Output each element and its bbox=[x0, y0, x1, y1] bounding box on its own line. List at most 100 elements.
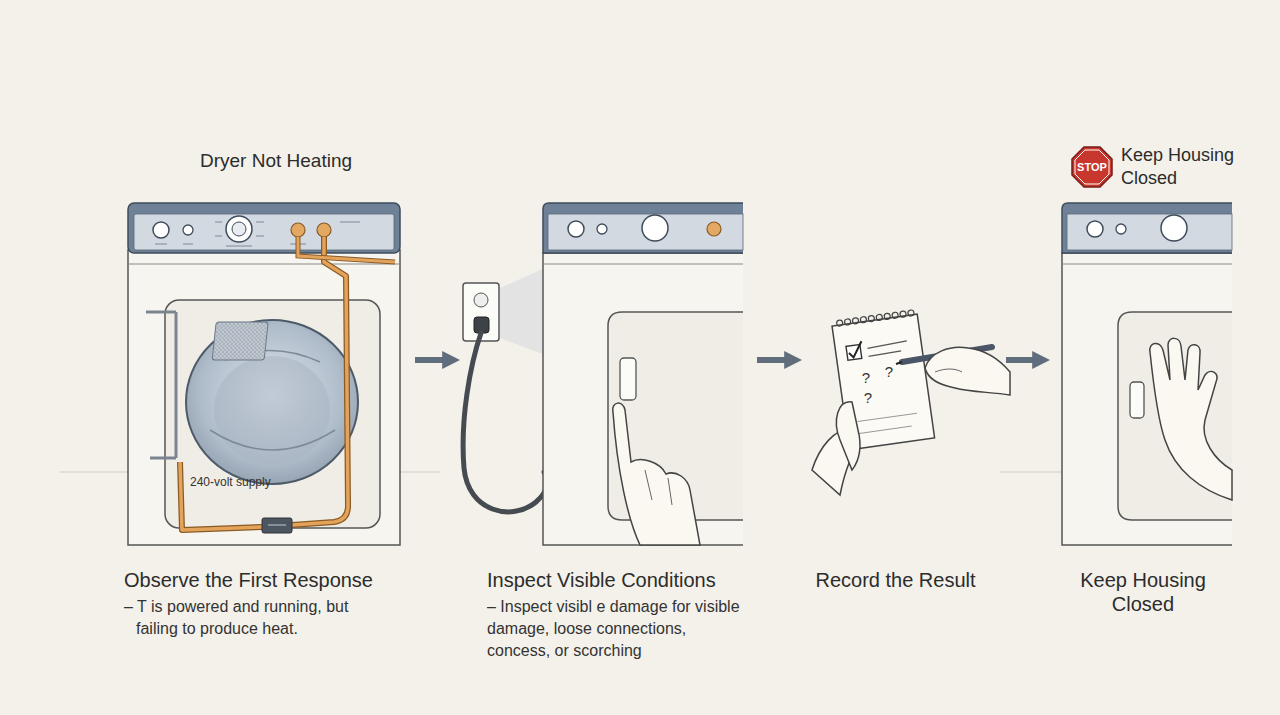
dryer-illustration-part bbox=[128, 264, 400, 265]
dryer-illustration-part bbox=[298, 237, 395, 262]
closed-dryer-illustration-part bbox=[1116, 224, 1126, 234]
closed-dryer-illustration-part bbox=[1150, 338, 1232, 500]
dryer-illustration-part-part bbox=[215, 236, 222, 237]
dryer-illustration-part-part bbox=[226, 246, 252, 247]
step-panel: Observe the First Response – T is powered… bbox=[112, 190, 412, 670]
dryer-illustration-part bbox=[128, 203, 400, 253]
outlet-inspection-illustration-part bbox=[597, 224, 607, 234]
closed-dryer-illustration-part bbox=[1161, 215, 1187, 241]
outlet-inspection-illustration-part bbox=[543, 253, 743, 545]
notepad-illustration-part-part-part bbox=[868, 315, 875, 322]
step-heading: Observe the First Response bbox=[124, 568, 379, 592]
dryer-illustration-part bbox=[153, 222, 169, 238]
closed-dryer-illustration-part bbox=[1130, 382, 1144, 418]
stop-sign bbox=[1072, 147, 1112, 187]
dryer-illustration-part bbox=[214, 356, 330, 464]
notepad-illustration-part-part-part bbox=[900, 311, 907, 318]
dryer-illustration-part bbox=[298, 237, 395, 262]
outlet-inspection-illustration-part bbox=[500, 268, 545, 355]
notepad-illustration-part bbox=[896, 362, 902, 364]
step-caption: Keep Housing Closed bbox=[1058, 568, 1228, 620]
outlet-inspection-illustration-part bbox=[463, 333, 547, 512]
outlet-inspection-illustration-part bbox=[707, 222, 721, 236]
closed-dryer-illustration-part bbox=[1062, 253, 1232, 545]
dryer-illustration-part bbox=[175, 312, 178, 458]
step-heading: Record the Result bbox=[798, 568, 993, 592]
dryer-illustration-part bbox=[128, 250, 400, 545]
warning-note: Keep Housing Closed bbox=[1121, 144, 1236, 190]
step-panel: Inspect Visible Conditions – Inspect visi… bbox=[456, 190, 754, 670]
notepad-illustration-part bbox=[935, 369, 962, 372]
stop-sign-text: STOP bbox=[1077, 160, 1107, 174]
dryer-illustration-part bbox=[232, 222, 246, 236]
closed-dryer-illustration-part bbox=[1087, 221, 1103, 237]
outlet-inspection-illustration bbox=[463, 203, 743, 545]
dryer-illustration-part bbox=[317, 223, 331, 237]
outlet-inspection-illustration-part bbox=[548, 214, 743, 250]
dryer-illustration-part bbox=[180, 462, 262, 530]
notepad-illustration-part bbox=[836, 402, 860, 470]
notepad-illustration-part-part-part bbox=[860, 316, 867, 323]
flow-arrow bbox=[415, 357, 453, 363]
dryer-illustration-part bbox=[146, 311, 176, 314]
dryer-illustration-part-part bbox=[155, 244, 167, 245]
notepad-illustration-part bbox=[925, 347, 1010, 395]
outlet-inspection-illustration-part bbox=[543, 203, 743, 253]
step-heading: Keep Housing Closed bbox=[1058, 568, 1228, 616]
notepad-illustration-part-part-part bbox=[884, 313, 891, 320]
notepad-illustration-part-part-part bbox=[876, 314, 883, 321]
notepad-illustration-part-part-part bbox=[836, 320, 843, 327]
step-heading: Inspect Visible Conditions bbox=[487, 568, 749, 592]
dryer-illustration-part bbox=[291, 223, 305, 237]
closed-dryer-illustration-part bbox=[1062, 253, 1232, 545]
dryer-illustration-part bbox=[180, 462, 262, 530]
dryer-illustration-part-part bbox=[256, 236, 264, 237]
notepad-illustration-part-part bbox=[868, 351, 901, 357]
dryer-illustration-part bbox=[134, 214, 394, 250]
notepad-illustration-part-part bbox=[867, 341, 907, 349]
dryer-illustration-part bbox=[292, 237, 348, 525]
floor-line-part bbox=[400, 471, 440, 472]
notepad-illustration-part-part bbox=[858, 413, 917, 421]
notepad-illustration-part-part-part bbox=[892, 312, 899, 319]
outlet-inspection-illustration-part bbox=[543, 253, 743, 545]
notepad-illustration-part-part-part bbox=[908, 310, 915, 317]
outlet-inspection-illustration-part bbox=[642, 215, 668, 241]
dryer-illustration bbox=[128, 203, 400, 545]
floor-line-part bbox=[1000, 471, 1062, 472]
question-mark: ? bbox=[864, 388, 872, 408]
outlet-inspection-illustration-part bbox=[613, 403, 700, 545]
dryer-illustration-part-part bbox=[256, 222, 264, 223]
closed-dryer-illustration bbox=[1062, 203, 1232, 545]
dryer-illustration-part bbox=[210, 430, 335, 450]
dryer-illustration-part-part bbox=[215, 222, 222, 223]
notepad-illustration-part-part bbox=[848, 341, 864, 358]
dryer-illustration-part bbox=[292, 237, 348, 525]
notepad-illustration-part-part bbox=[836, 310, 914, 327]
flow-arrow bbox=[757, 357, 795, 363]
dryer-illustration-part bbox=[262, 518, 292, 533]
dryer-illustration-part bbox=[212, 322, 268, 360]
outlet-inspection-illustration-part bbox=[568, 221, 584, 237]
step-panel: Record the Result bbox=[798, 190, 1003, 670]
step-description: – T is powered and running, but failing … bbox=[124, 596, 379, 640]
dryer-illustration-part bbox=[226, 216, 252, 242]
outlet-inspection-illustration-part bbox=[645, 470, 672, 505]
question-mark: ? bbox=[885, 362, 893, 382]
floor-line-part bbox=[60, 471, 128, 472]
dryer-illustration-part bbox=[155, 222, 360, 246]
step-panel: Keep Housing Closed bbox=[1046, 190, 1246, 670]
outlet-inspection-illustration-part bbox=[474, 293, 488, 307]
step-description: – Inspect visibl e damage for visible da… bbox=[487, 596, 749, 662]
dryer-illustration-part bbox=[186, 320, 358, 484]
supply-label: 240-volt supply bbox=[190, 474, 271, 490]
dryer-illustration-part bbox=[183, 225, 193, 235]
flow-arrow bbox=[1006, 357, 1043, 363]
notepad-illustration-part-part-part bbox=[844, 319, 851, 326]
closed-dryer-illustration-part bbox=[1118, 312, 1232, 520]
closed-dryer-illustration-part bbox=[1067, 214, 1232, 250]
step-caption: Record the Result bbox=[798, 568, 993, 596]
notepad-illustration-part-part-part bbox=[852, 317, 859, 324]
